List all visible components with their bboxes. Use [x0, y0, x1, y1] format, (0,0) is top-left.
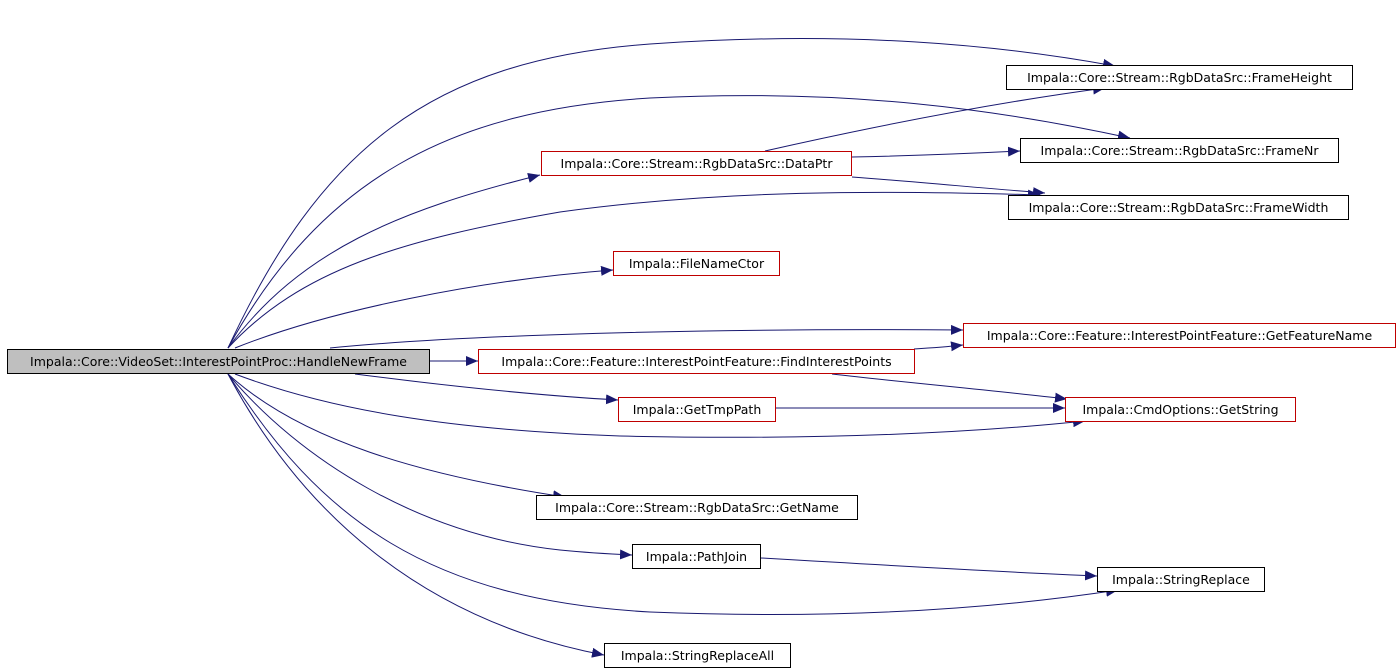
node-path-join[interactable]: Impala::PathJoin: [632, 544, 761, 569]
edge-root-gettmppath: [354, 373, 619, 405]
node-get-name[interactable]: Impala::Core::Stream::RgbDataSrc::GetNam…: [536, 495, 858, 520]
edge-findinterestpoints-getstring: [831, 373, 1068, 403]
edge-root-framenr: [227, 95, 1131, 349]
edge-dataptr-framenr: [851, 146, 1021, 158]
edge-root-filenamector: [234, 265, 614, 349]
edge-root-dataptr: [227, 173, 541, 349]
edge-root-stringreplaceall: [227, 373, 605, 658]
node-frame-width[interactable]: Impala::Core::Stream::RgbDataSrc::FrameW…: [1008, 195, 1349, 220]
edge-root-framewidth: [227, 189, 1041, 349]
edge-findinterestpoints-getfeaturename: [913, 341, 964, 352]
edge-root-frameheight: [227, 38, 1116, 349]
node-get-tmp-path[interactable]: Impala::GetTmpPath: [618, 397, 776, 422]
edge-root-getfeaturename: [329, 324, 964, 349]
node-get-feature-name[interactable]: Impala::Core::Feature::InterestPointFeat…: [963, 323, 1396, 348]
node-data-ptr[interactable]: Impala::Core::Stream::RgbDataSrc::DataPt…: [541, 151, 852, 176]
edge-dataptr-framewidth: [851, 176, 1046, 198]
node-get-string[interactable]: Impala::CmdOptions::GetString: [1065, 397, 1296, 422]
edge-pathjoin-stringreplace: [760, 557, 1098, 581]
edge-dataptr-frameheight: [764, 84, 1106, 152]
node-string-replace-all[interactable]: Impala::StringReplaceAll: [604, 643, 791, 668]
node-string-replace[interactable]: Impala::StringReplace: [1097, 567, 1265, 592]
node-frame-nr[interactable]: Impala::Core::Stream::RgbDataSrc::FrameN…: [1020, 138, 1339, 163]
node-root: Impala::Core::VideoSet::InterestPointPro…: [7, 349, 430, 374]
edge-root-getstring: [234, 373, 1086, 438]
node-frame-height[interactable]: Impala::Core::Stream::RgbDataSrc::FrameH…: [1006, 65, 1353, 90]
node-find-interest-points[interactable]: Impala::Core::Feature::InterestPointFeat…: [478, 349, 915, 374]
edge-root-stringreplace: [227, 373, 1119, 616]
node-file-name-ctor[interactable]: Impala::FileNameCtor: [613, 251, 780, 276]
edge-root-pathjoin: [227, 373, 633, 560]
edge-root-getname: [227, 373, 566, 501]
